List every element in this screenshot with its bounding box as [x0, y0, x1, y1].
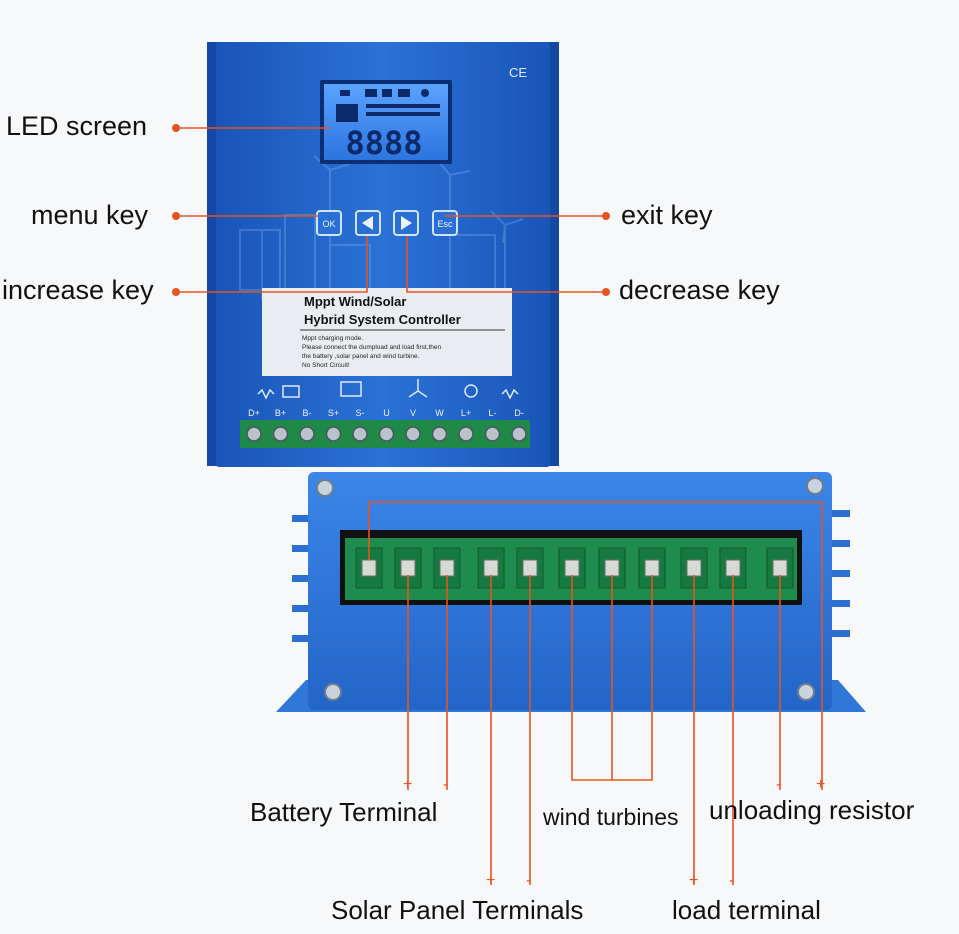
- terminal-screw: [725, 559, 741, 577]
- callout-menu-key: menu key: [31, 200, 149, 230]
- terminal-label: L+: [461, 408, 471, 418]
- terminal-screw: [483, 559, 499, 577]
- terminal-label: S+: [328, 408, 339, 418]
- terminal-screw: [400, 559, 416, 577]
- terminal-label: D-: [514, 408, 524, 418]
- battery-icon: [282, 385, 300, 398]
- resistor-icon-2: [501, 388, 519, 400]
- menu-key[interactable]: OK: [316, 210, 342, 236]
- terminal-screw: [299, 426, 315, 442]
- exit-key[interactable]: Esc: [432, 210, 458, 236]
- front-leaders: [176, 127, 606, 293]
- resistor-negative: -: [776, 776, 782, 793]
- terminal-screw: [361, 559, 377, 577]
- lcd-icons: [336, 89, 440, 122]
- battery-negative: -: [443, 776, 449, 793]
- terminal-screw: [511, 426, 527, 442]
- instruction-sticker: [262, 288, 512, 376]
- terminal-label: B-: [303, 408, 312, 418]
- load-negative: -: [729, 872, 735, 889]
- increase-key[interactable]: [355, 210, 381, 236]
- lcd-digits: 8888: [345, 124, 422, 162]
- ce-mark: CE: [509, 65, 527, 80]
- terminal-screw: [686, 559, 702, 577]
- terminal-screw: [431, 426, 448, 442]
- terminal-screw: [772, 559, 788, 577]
- bulb-icon: [464, 384, 478, 398]
- sticker-line: Mppt charging mode.: [302, 335, 363, 342]
- controller-terminal-view: [172, 124, 866, 885]
- solar-panel-icon: [340, 381, 362, 397]
- solar-negative: -: [526, 872, 532, 889]
- sticker-title-2: Hybrid System Controller: [304, 312, 461, 327]
- arrow-left-icon: [362, 216, 373, 230]
- terminal-label: U: [383, 408, 390, 418]
- callout-load-terminal: load terminal: [672, 895, 821, 925]
- terminal-screw: [458, 426, 474, 442]
- sticker-title-1: Mppt Wind/Solar: [304, 294, 406, 309]
- sticker-line: the battery ,solar panel and wind turbin…: [302, 353, 420, 360]
- controller-front: 8888 OK Esc Mppt Wind/Solar Hybrid Syst: [207, 42, 559, 467]
- callout-wind-turbines: wind turbines: [543, 804, 679, 830]
- terminal-screw: [405, 426, 421, 442]
- callout-solar-panel-terminals: Solar Panel Terminals: [331, 895, 584, 925]
- terminal-screw: [564, 559, 580, 577]
- terminal-label: B+: [275, 408, 286, 418]
- terminal-screw: [272, 426, 289, 442]
- terminal-screw: [325, 426, 342, 442]
- callout-led-screen: LED screen: [6, 111, 148, 141]
- terminal-screw: [484, 426, 501, 442]
- corner-screws: [316, 477, 824, 701]
- sticker-lines: Mppt charging mode. Please connect the du…: [302, 335, 442, 369]
- solar-positive: +: [486, 872, 496, 889]
- terminal-label: V: [410, 408, 416, 418]
- battery-positive: +: [403, 776, 413, 793]
- decrease-key[interactable]: [393, 210, 419, 236]
- resistor-icon: [257, 388, 275, 400]
- terminal-screw: [378, 426, 395, 442]
- wind-turbine-icon: [408, 379, 428, 398]
- heat-fins: [292, 510, 850, 642]
- callout-increase-key: increase key: [2, 275, 154, 305]
- terminal-screw: [352, 426, 368, 442]
- sticker-line: Please connect the dumpload and load fir…: [302, 344, 442, 351]
- resistor-positive: +: [816, 776, 826, 793]
- terminal-label: W: [435, 408, 444, 418]
- arrow-right-icon: [401, 216, 412, 230]
- terminal-label: S-: [356, 408, 365, 418]
- sticker-line: No Short Circuit!: [302, 362, 350, 369]
- leader-dots: [172, 124, 610, 296]
- terminal-leaders: [368, 501, 823, 885]
- callout-decrease-key: decrease key: [619, 275, 780, 305]
- svg-text:OK: OK: [322, 219, 335, 229]
- terminal-label: L-: [488, 408, 496, 418]
- callout-unloading-resistor: unloading resistor: [709, 795, 915, 825]
- terminal-labels: D+ B+ B- S+ S- U V W L+ L- D-: [248, 408, 524, 418]
- load-positive: +: [689, 872, 699, 889]
- svg-text:Esc: Esc: [437, 219, 453, 229]
- terminal-screw: [246, 426, 262, 442]
- terminal-screw: [644, 559, 660, 577]
- terminal-label: D+: [248, 408, 260, 418]
- terminal-screw: [522, 559, 538, 577]
- terminal-symbols: [257, 379, 519, 400]
- front-screws: [246, 426, 527, 442]
- terminal-screw: [439, 559, 455, 577]
- terminal-screw: [604, 559, 620, 577]
- callout-exit-key: exit key: [621, 200, 713, 230]
- rear-terminals: [355, 547, 794, 589]
- callout-battery-terminal: Battery Terminal: [250, 797, 438, 827]
